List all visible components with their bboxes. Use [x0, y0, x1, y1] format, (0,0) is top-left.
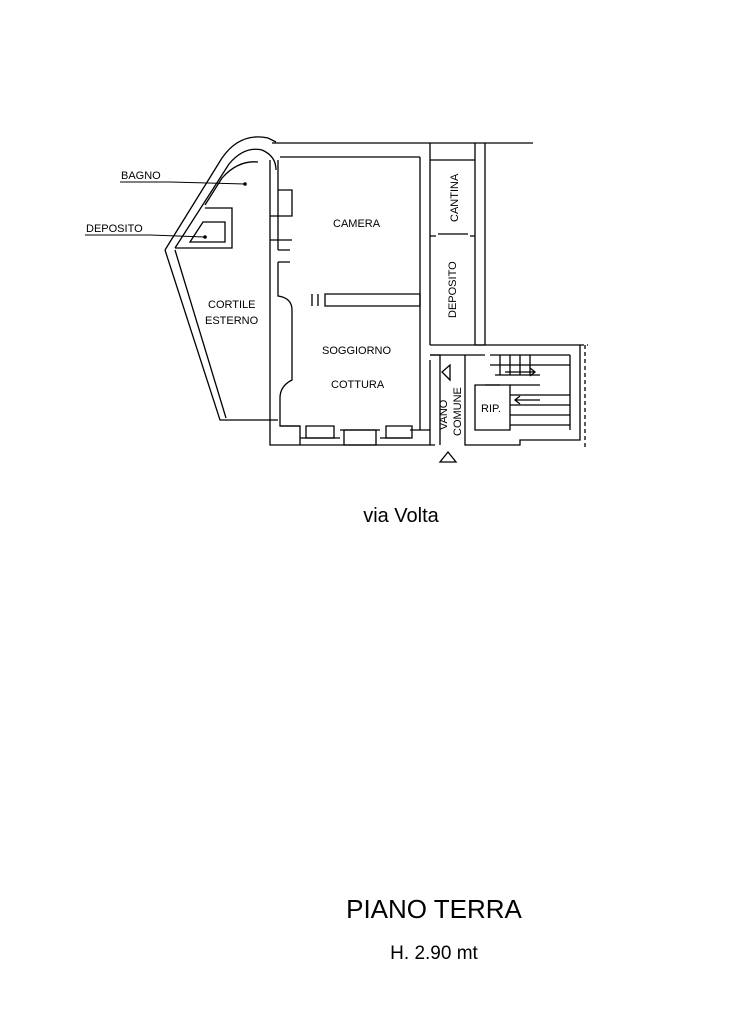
main-left-wall-inner	[277, 160, 300, 427]
entry-arrow-top	[441, 363, 451, 382]
street-name: via Volta	[363, 505, 439, 527]
entry-arrow-bottom	[438, 450, 458, 463]
facade-bottom	[280, 425, 420, 445]
leader-bagno-dot	[243, 182, 247, 186]
leader-bagno	[120, 181, 246, 185]
cortile-boundary-inner	[174, 249, 227, 419]
window-3	[385, 425, 413, 439]
label-bagno: BAGNO	[121, 170, 161, 182]
stair-outline	[475, 344, 581, 446]
floor-height: H. 2.90 mt	[390, 943, 478, 964]
leader-deposito-left	[85, 234, 206, 238]
label-comune: COMUNE	[452, 387, 464, 436]
label-soggiorno: SOGGIORNO	[322, 345, 392, 357]
apartment-right-wall	[419, 157, 431, 445]
deposito-bottom	[430, 344, 485, 356]
stair-risers	[499, 355, 531, 375]
deposito-left-walls	[175, 207, 233, 249]
label-deposito-left: DEPOSITO	[86, 223, 143, 235]
door-gap-left	[278, 249, 290, 263]
cantina-divider	[430, 233, 475, 237]
vano-comune-right	[464, 355, 475, 446]
deposito-left-inner	[188, 221, 226, 243]
bagno-curved-wall-inner	[174, 148, 277, 249]
label-cottura: COTTURA	[331, 379, 385, 391]
window-1	[305, 425, 335, 439]
camera-soggiorno-wall	[324, 293, 421, 307]
label-vano: VANO	[438, 399, 450, 430]
floor-title: PIANO TERRA	[346, 894, 522, 924]
main-left-wall	[269, 160, 435, 446]
bagno-curved-wall	[164, 136, 277, 251]
label-camera: CAMERA	[333, 218, 381, 230]
window-2	[343, 429, 377, 446]
stair-dashed-extension	[580, 344, 588, 450]
left-walls-blocks	[270, 189, 293, 241]
label-deposito-right: DEPOSITO	[447, 261, 459, 318]
leader-deposito-dot	[203, 235, 207, 239]
bagno-inner-wall	[204, 161, 259, 206]
stair-steps	[485, 354, 571, 430]
label-cantina: CANTINA	[449, 173, 461, 222]
vano-comune-left	[430, 354, 441, 445]
stair-arrow-2	[513, 395, 540, 405]
label-cortile-1: CORTILE	[208, 299, 255, 311]
door-marks-mid	[311, 294, 319, 306]
label-rip: RIP.	[481, 403, 501, 415]
label-cortile-2: ESTERNO	[205, 315, 259, 327]
cortile-boundary	[164, 249, 278, 421]
stair-arrow-1	[505, 367, 537, 377]
rip-room	[474, 384, 511, 431]
